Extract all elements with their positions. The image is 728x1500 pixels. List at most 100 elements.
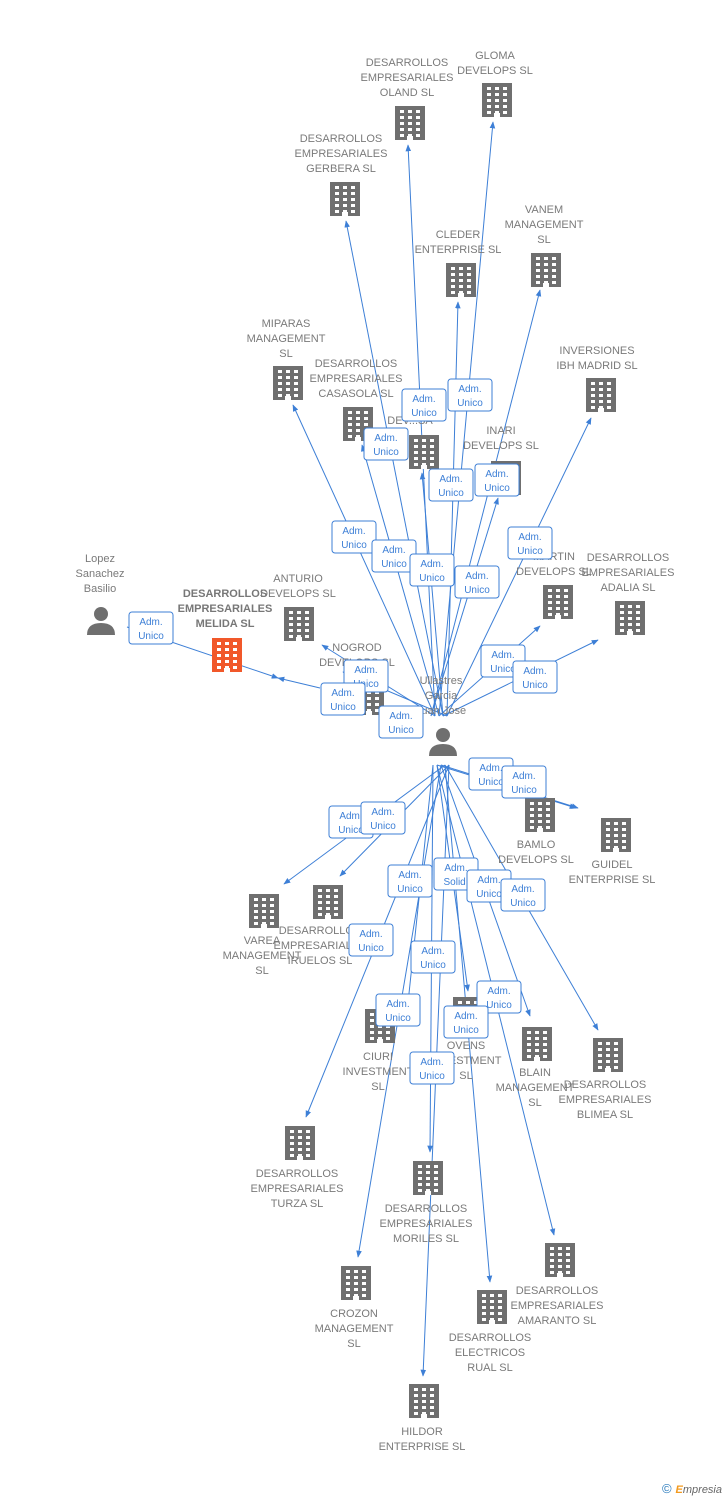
role-badge[interactable]: Adm.Unico xyxy=(512,660,558,694)
badge-text: Unico xyxy=(373,447,399,458)
edge-ullastres-to-casasola xyxy=(361,444,440,717)
role-badge[interactable]: Adm.Unico xyxy=(128,611,174,645)
role-badge[interactable]: Adm.Unico xyxy=(401,388,447,422)
badge-text: Unico xyxy=(457,398,483,409)
building-icon xyxy=(395,106,425,140)
badge-text: Adm. xyxy=(458,384,481,395)
person-icon xyxy=(429,728,457,756)
node-label-line: INVESTMENT xyxy=(343,1066,414,1078)
role-badge[interactable]: Adm. Unico xyxy=(474,463,520,497)
node-label-line: BLAIN xyxy=(519,1067,551,1079)
badge-text: Unico xyxy=(522,680,548,691)
badge-text: Adm. xyxy=(491,650,514,661)
role-badge[interactable]: Adm.Unico xyxy=(375,993,421,1027)
copyright-footer[interactable]: ©Empresia xyxy=(662,1481,722,1496)
node-label-line: SL xyxy=(371,1081,384,1093)
role-badge[interactable]: Adm.Unico xyxy=(378,705,424,739)
badge-text: Unico xyxy=(511,785,537,796)
badge-text: Adm. xyxy=(487,986,510,997)
role-badge[interactable]: Adm.Unico xyxy=(443,1005,489,1039)
building-icon xyxy=(593,1038,623,1072)
badge-text: Unico xyxy=(385,1013,411,1024)
badges-layer: Adm.UnicoAdm.UnicoAdm.UnicoAdm.UnicoAdm.… xyxy=(128,378,558,1085)
role-badge[interactable]: Adm.Unico xyxy=(410,940,456,974)
badge-text: Adm. xyxy=(382,545,405,556)
node-blain[interactable]: BLAIN MANAGEMENT SL xyxy=(496,1027,575,1109)
badge-text: Unico xyxy=(397,884,423,895)
edge-ullastres-to-gerbera xyxy=(344,220,444,717)
node-label-line: EMPRESARIALES xyxy=(582,567,675,579)
node-label-line: SL xyxy=(528,1097,541,1109)
node-label-line: DESARROLLOS xyxy=(385,1203,468,1215)
edge-ullastres-to-vanem xyxy=(430,289,542,717)
role-badge[interactable]: Adm.Unico xyxy=(331,520,377,554)
badge-text: Solid. xyxy=(443,877,468,888)
node-label-line: MANAGEMENT xyxy=(315,1323,394,1335)
badge-text: Adm. xyxy=(518,532,541,543)
role-badge[interactable]: Adm. Unico xyxy=(501,765,547,799)
role-badge[interactable]: Adm.Unico xyxy=(363,427,409,461)
role-badge[interactable]: Adm.Unico xyxy=(387,864,433,898)
node-label-line: MANAGEMENT xyxy=(496,1082,575,1094)
badge-text: Unico xyxy=(411,408,437,419)
badge-text: Adm. xyxy=(485,469,508,480)
node-label-line: DESARROLLOS xyxy=(366,57,449,69)
node-label-line: MANAGEMENT xyxy=(247,333,326,345)
node-label-line: SL xyxy=(459,1070,472,1082)
building-icon xyxy=(477,1290,507,1324)
role-badge[interactable]: Adm.Unico xyxy=(500,878,546,912)
role-badge[interactable]: Adm.Unico xyxy=(409,1051,455,1085)
role-badge[interactable]: Adm.Unico xyxy=(409,553,455,587)
node-devsa[interactable]: DEV...SA xyxy=(387,415,439,469)
role-badge[interactable]: Adm.Unico xyxy=(371,539,417,573)
edge-ullastres-to-inversiones xyxy=(446,417,592,717)
badge-text: Adm. xyxy=(512,771,535,782)
badge-text: Adm. xyxy=(331,688,354,699)
role-badge[interactable]: Adm.Unico xyxy=(428,468,474,502)
badge-text: Unico xyxy=(358,943,384,954)
node-label-line: EMPRESARIALES xyxy=(274,940,367,952)
node-label-line: MORILES SL xyxy=(393,1233,459,1245)
role-badge[interactable]: Adm.Unico xyxy=(454,565,500,599)
building-icon xyxy=(341,1266,371,1300)
badge-text: Unico xyxy=(484,483,510,494)
role-badge[interactable]: Adm.Unico xyxy=(320,682,366,716)
badge-text: Adm. xyxy=(421,946,444,957)
node-label-line: BAMLO xyxy=(517,839,556,851)
edge-ullastres-to-devsa xyxy=(419,472,444,717)
building-icon xyxy=(409,1384,439,1418)
role-badge[interactable]: Adm. Unico xyxy=(447,378,493,412)
badge-text: Unico xyxy=(453,1025,479,1036)
role-badge[interactable]: Adm.Unico xyxy=(476,980,522,1014)
badge-text: Unico xyxy=(388,725,414,736)
role-badge[interactable]: Adm.Unico xyxy=(348,923,394,957)
role-badge[interactable]: Adm.Unico xyxy=(360,801,406,835)
node-label-line: CROZON xyxy=(330,1308,378,1320)
role-badge[interactable]: Adm.Unico xyxy=(507,526,553,560)
